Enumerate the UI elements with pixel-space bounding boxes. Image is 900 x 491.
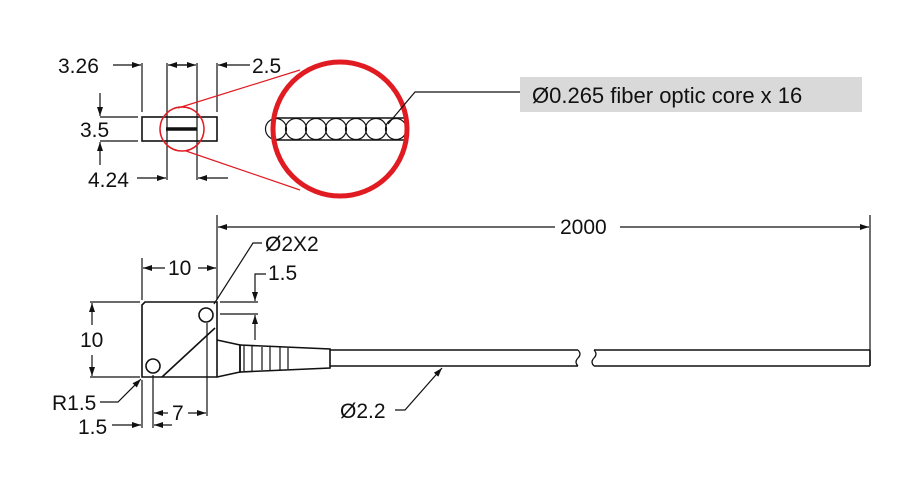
- fiber-core-band: [264, 117, 408, 141]
- top-view: 3.26 2.5 3.5 4.24: [58, 55, 281, 192]
- mount-hole-top: [198, 307, 214, 323]
- dim-corner-radius: R1.5: [52, 392, 96, 415]
- side-view: 2000 10: [52, 215, 871, 439]
- connector-taper: [216, 339, 241, 378]
- dim-width-core: 4.24: [88, 169, 129, 192]
- dim-width-left: 3.26: [58, 55, 99, 78]
- dim-hole-offset-left: 1.5: [78, 416, 107, 439]
- callout-leader: [387, 91, 520, 125]
- connector-body: [141, 301, 218, 378]
- fiber-core: [264, 117, 288, 141]
- dim-hole-spacing: 7: [172, 402, 184, 425]
- detail-magnified-circle: [270, 59, 410, 199]
- callout-box: [520, 77, 862, 112]
- fiber-core: [324, 117, 348, 141]
- dim-holes: Ø2X2: [265, 233, 319, 256]
- holes-leader: [213, 242, 262, 305]
- fiber-core: [304, 117, 328, 141]
- detail-magnifier: Ø0.265 fiber optic core x 16: [159, 59, 862, 199]
- mount-hole-bottom: [145, 358, 161, 374]
- dim-cable-diameter: Ø2.2: [340, 400, 386, 423]
- strain-relief-boot: [239, 344, 331, 373]
- callout-label: Ø0.265 fiber optic core x 16: [532, 83, 802, 108]
- ferrule-end-face: [141, 116, 218, 142]
- fiber-core: [284, 117, 308, 141]
- dim-body-height: 10: [80, 329, 103, 352]
- dim-height: 3.5: [80, 119, 109, 142]
- fiber-core: [384, 117, 408, 141]
- fiber-cable: [330, 349, 871, 367]
- fiber-core: [344, 117, 368, 141]
- cable-diameter-leader: [395, 367, 443, 411]
- dim-body-width: 10: [168, 257, 191, 280]
- fiber-core: [364, 117, 388, 141]
- dim-gap-right: 2.5: [252, 55, 281, 78]
- dim-hole-offset-top: 1.5: [268, 262, 297, 285]
- dim-cable-length: 2000: [560, 216, 607, 239]
